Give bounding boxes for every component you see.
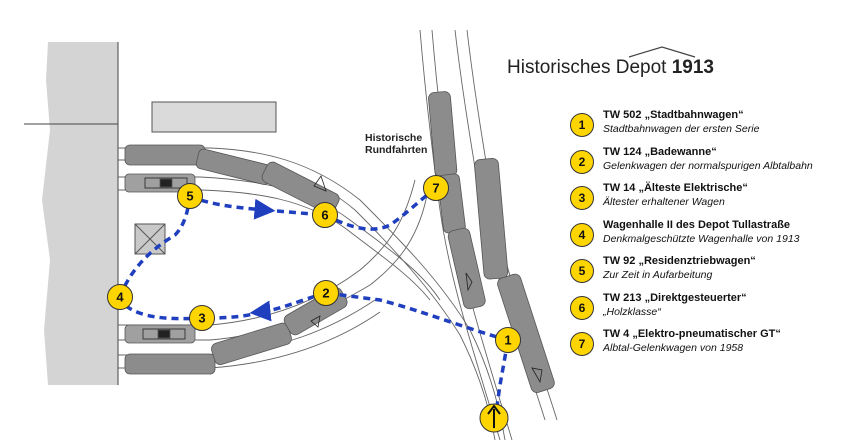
tram-small-upper bbox=[124, 173, 196, 193]
legend: 1 TW 502 „Stadtbahnwagen“ Stadtbahnwagen… bbox=[570, 108, 850, 364]
legend-subtitle: Stadtbahnwagen der ersten Serie bbox=[603, 123, 760, 135]
svg-text:7: 7 bbox=[432, 181, 439, 196]
map-marker-4[interactable]: 4 bbox=[107, 284, 133, 310]
roof-icon bbox=[628, 46, 696, 58]
legend-subtitle: „Holzklasse“ bbox=[603, 305, 661, 318]
legend-item-6: 6 TW 213 „Direktgesteuerter“ „Holzklasse… bbox=[570, 291, 850, 328]
map-marker-2[interactable]: 2 bbox=[313, 280, 339, 306]
route-label: Historische Rundfahrten bbox=[365, 132, 428, 156]
legend-subtitle: Albtal-Gelenkwagen von 1958 bbox=[603, 342, 744, 354]
legend-badge: 3 bbox=[570, 186, 594, 210]
tram-tw502 bbox=[474, 158, 555, 393]
tram-tw4 bbox=[428, 91, 486, 310]
legend-title: TW 124 „Badewanne“ bbox=[603, 145, 717, 158]
map-marker-1[interactable]: 1 bbox=[495, 327, 521, 353]
legend-title: TW 14 „Älteste Elektrische“ bbox=[603, 182, 748, 194]
legend-item-1: 1 TW 502 „Stadtbahnwagen“ Stadtbahnwagen… bbox=[570, 108, 850, 145]
legend-item-7: 7 TW 4 „Elektro-pneumatischer GT“ Albtal… bbox=[570, 327, 850, 364]
legend-subtitle: Zur Zeit in Aufarbeitung bbox=[603, 269, 713, 281]
legend-title: TW 4 „Elektro-pneumatischer GT“ bbox=[603, 328, 781, 340]
legend-subtitle: Denkmalgeschützte Wagenhalle von 1913 bbox=[603, 232, 800, 245]
map-marker-7[interactable]: 7 bbox=[423, 175, 449, 201]
svg-text:3: 3 bbox=[198, 311, 205, 326]
legend-item-4: 4 Wagenhalle II des Depot Tullastraße De… bbox=[570, 218, 850, 255]
legend-title: TW 92 „Residenztriebwagen“ bbox=[603, 255, 756, 267]
legend-badge: 1 bbox=[570, 113, 594, 137]
legend-item-5: 5 TW 92 „Residenztriebwagen“ Zur Zeit in… bbox=[570, 254, 850, 291]
svg-text:1: 1 bbox=[504, 333, 511, 348]
legend-badge: 2 bbox=[570, 149, 594, 174]
title-prefix: Historisches Depot bbox=[507, 57, 667, 78]
legend-subtitle: Ältester erhaltener Wagen bbox=[603, 196, 725, 208]
depot-hall-building bbox=[24, 42, 166, 385]
legend-badge: 6 bbox=[570, 295, 594, 320]
map-marker-6[interactable]: 6 bbox=[312, 202, 338, 228]
legend-badge: 4 bbox=[570, 222, 594, 247]
svg-text:2: 2 bbox=[322, 286, 329, 301]
legend-title: TW 213 „Direktgesteuerter“ bbox=[603, 291, 747, 304]
legend-badge: 5 bbox=[570, 259, 594, 283]
svg-text:4: 4 bbox=[116, 290, 124, 305]
map-markers: 1 2 3 4 5 6 7 bbox=[107, 175, 521, 353]
legend-badge: 7 bbox=[570, 332, 594, 356]
page-title: Historisches Depot 1913 bbox=[507, 46, 715, 79]
outbuilding bbox=[151, 101, 277, 133]
legend-item-3: 3 TW 14 „Älteste Elektrische“ Ältester e… bbox=[570, 181, 850, 218]
tram-small-lower bbox=[124, 324, 196, 344]
tram-tw124 bbox=[124, 287, 348, 375]
legend-title: Wagenhalle II des Depot Tullastraße bbox=[603, 218, 791, 231]
tracks bbox=[118, 29, 558, 441]
title-year: 1913 bbox=[671, 57, 715, 78]
trams bbox=[124, 91, 555, 393]
up-arrow-icon bbox=[479, 403, 509, 433]
map-marker-3[interactable]: 3 bbox=[189, 305, 215, 331]
map-marker-5[interactable]: 5 bbox=[177, 183, 203, 209]
legend-subtitle: Gelenkwagen der normalspurigen Albtalbah… bbox=[603, 159, 813, 172]
legend-title: TW 502 „Stadtbahnwagen“ bbox=[603, 109, 744, 121]
svg-text:6: 6 bbox=[321, 208, 328, 223]
svg-text:5: 5 bbox=[186, 189, 193, 204]
tram-tw92 bbox=[124, 144, 340, 215]
legend-item-2: 2 TW 124 „Badewanne“ Gelenkwagen der nor… bbox=[570, 145, 850, 182]
